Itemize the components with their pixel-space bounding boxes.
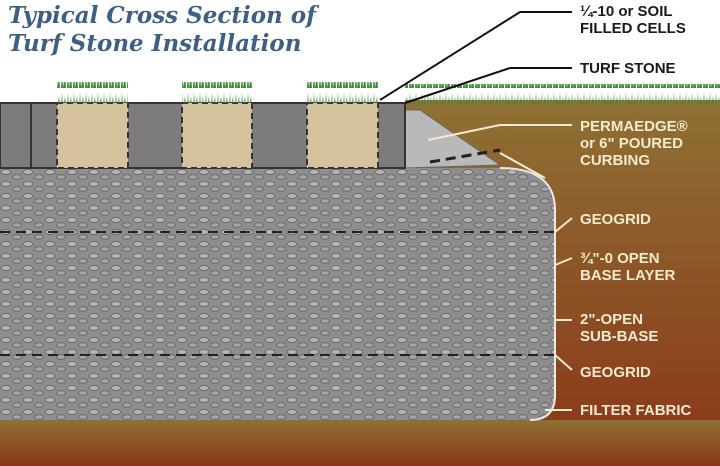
lawn-grass [405, 84, 720, 104]
title-line-1: Typical Cross Section of [8, 2, 317, 29]
label-geogrid-top: GEOGRID [580, 211, 651, 228]
label-line: FILLED CELLS [580, 20, 686, 37]
label-line: or 6" POURED [580, 135, 683, 152]
turf-stone-pavers [0, 82, 406, 169]
label-line: ¾"-0 OPEN [580, 250, 660, 267]
title-line-2: Turf Stone Installation [8, 30, 302, 57]
label-turf-stone: TURF STONE [580, 60, 676, 77]
label-line: 2"-OPEN [580, 311, 643, 328]
filter-fabric [499, 167, 556, 421]
label-filter-fabric: FILTER FABRIC [580, 402, 692, 419]
label-line: ¼-10 or SOIL [580, 3, 673, 20]
leader-lines [379, 11, 573, 411]
label-line: CURBING [580, 152, 650, 169]
label-line: PERMAEDGE® [580, 118, 688, 135]
label-line: SUB-BASE [580, 328, 659, 345]
gravel-base [0, 168, 555, 420]
label-geogrid-bottom: GEOGRID [580, 364, 651, 381]
label-line: BASE LAYER [580, 267, 676, 284]
